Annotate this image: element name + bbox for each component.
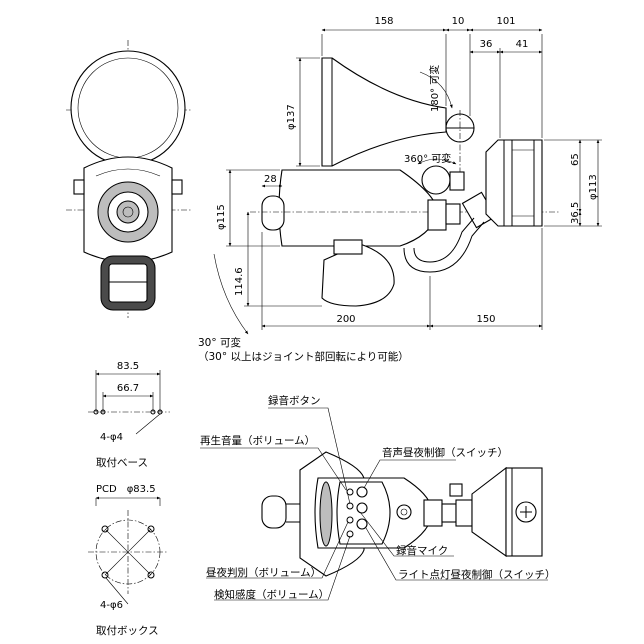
side-view [250,57,560,307]
dim-200: 200 [336,314,355,325]
dim-phi113: φ113 [588,174,599,200]
fitting [427,199,447,231]
dim-rot-180: 180° 可変 [428,65,441,112]
mounting-box-drawing: PCD φ83.5 4-φ6 取付ボックス [88,484,168,637]
lamp-cap [261,195,285,231]
dim-65: 65 [570,153,581,166]
sensor-unit [321,243,395,307]
dim-36-5: 36.5 [570,202,581,224]
rotation-knob [421,165,451,195]
dim-pcd: PCD φ83.5 [96,484,156,495]
label-record-mic: 録音マイク [396,544,448,557]
label-record-button: 録音ボタン [268,394,321,407]
dimension-lines [213,28,602,335]
label-daynight-volume: 昼夜判別（ボリューム） [206,566,321,579]
dim-36: 36 [480,39,493,50]
label-sensor-volume: 検知感度（ボリューム） [214,588,329,601]
dim-4-phi4: 4-φ4 [100,432,123,443]
caption-mounting-base: 取付ベース [96,456,148,469]
dim-phi115: φ115 [216,204,227,230]
light-body [278,169,439,247]
label-light-switch: ライト点灯昼夜制御（スイッチ） [398,568,556,581]
front-view [66,40,192,318]
dim-158: 158 [374,16,393,27]
dim-rot-360: 360° 可変 [404,152,451,165]
cable [403,221,485,273]
detail-view [261,451,543,577]
mounting-base-drawing: 83.5 66.7 4-φ4 取付ベース [88,361,170,469]
callout-leaders [200,407,548,601]
label-play-volume: 再生音量（ボリューム） [200,434,315,447]
record-mic [396,504,412,520]
note-tilt-30-detail: （30° 以上はジョイント部回転により可能） [198,350,409,363]
speaker-horn [321,57,447,167]
caption-mounting-box: 取付ボックス [96,624,159,637]
speaker-front-outline [70,50,186,166]
dim-phi137: φ137 [286,104,297,130]
dim-66-7: 66.7 [117,383,139,394]
voice-switch-knob [356,502,368,514]
dim-101: 101 [496,16,515,27]
label-voice-switch: 音声昼夜制御（スイッチ） [382,446,508,459]
dim-83-5: 83.5 [117,361,139,372]
dimension-texts: 158 10 101 36 41 180° 可変 φ137 360° 可変 28… [198,16,599,363]
mount-box-side [485,139,543,227]
note-tilt-30: 30° 可変 [198,336,241,349]
light-switch-knob [356,518,368,530]
dim-10: 10 [452,16,465,27]
daynight-volume-knob [346,516,354,524]
dim-4-phi6: 4-φ6 [100,600,123,611]
sensor-volume-knob [346,530,354,538]
dim-28: 28 [264,174,277,185]
dim-41: 41 [516,39,529,50]
dim-114-6: 114.6 [234,267,245,296]
callout-labels: 録音ボタン 再生音量（ボリューム） 音声昼夜制御（スイッチ） 録音マイク 昼夜判… [200,394,556,601]
dim-150: 150 [476,314,495,325]
